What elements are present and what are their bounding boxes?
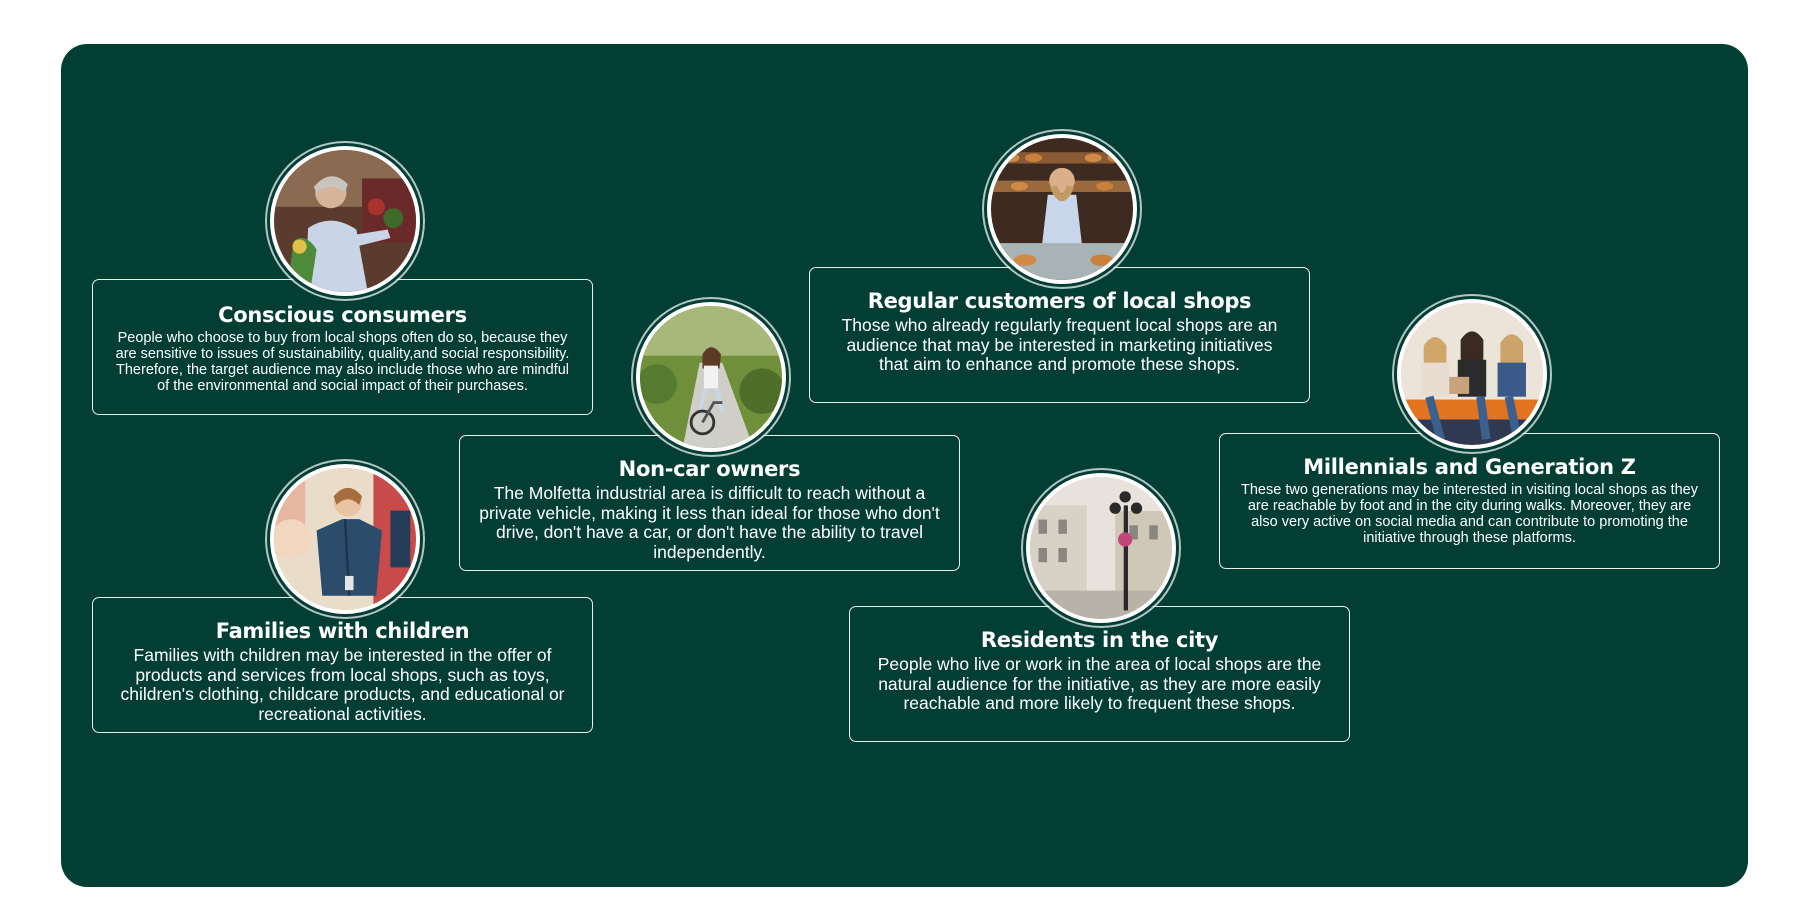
card-families-with-children: Families with children Families with chi… <box>92 597 593 733</box>
card-text: People who live or work in the area of l… <box>877 654 1322 713</box>
young-women-shopping-photo <box>1397 299 1547 449</box>
card-text: The Molfetta industrial area is difficul… <box>479 483 940 562</box>
card-text: These two generations may be interested … <box>1241 482 1698 546</box>
card-text: People who choose to buy from local shop… <box>115 330 570 394</box>
card-title: Residents in the city <box>980 628 1219 652</box>
audience-panel: Conscious consumers People who choose to… <box>61 44 1748 887</box>
card-text: Those who already regularly frequent loc… <box>841 315 1278 374</box>
card-conscious-consumers: Conscious consumers People who choose to… <box>92 279 593 415</box>
child-clothing-shop-photo <box>270 464 420 614</box>
card-title: Families with children <box>215 619 470 643</box>
card-regular-customers: Regular customers of local shops Those w… <box>809 267 1310 403</box>
card-title: Millennials and Generation Z <box>1303 455 1636 479</box>
card-non-car-owners: Non-car owners The Molfetta industrial a… <box>459 435 960 571</box>
woman-cycling-photo <box>636 302 786 452</box>
card-residents-in-the-city: Residents in the city People who live or… <box>849 606 1350 742</box>
card-text: Families with children may be interested… <box>120 645 565 724</box>
card-millennials-gen-z: Millennials and Generation Z These two g… <box>1219 433 1720 569</box>
card-title: Non-car owners <box>618 457 801 481</box>
card-title: Regular customers of local shops <box>867 289 1252 313</box>
city-street-lamp-photo <box>1026 473 1176 623</box>
woman-grocery-shopping-photo <box>270 146 420 296</box>
card-title: Conscious consumers <box>218 303 467 327</box>
bakery-customer-photo <box>987 134 1137 284</box>
